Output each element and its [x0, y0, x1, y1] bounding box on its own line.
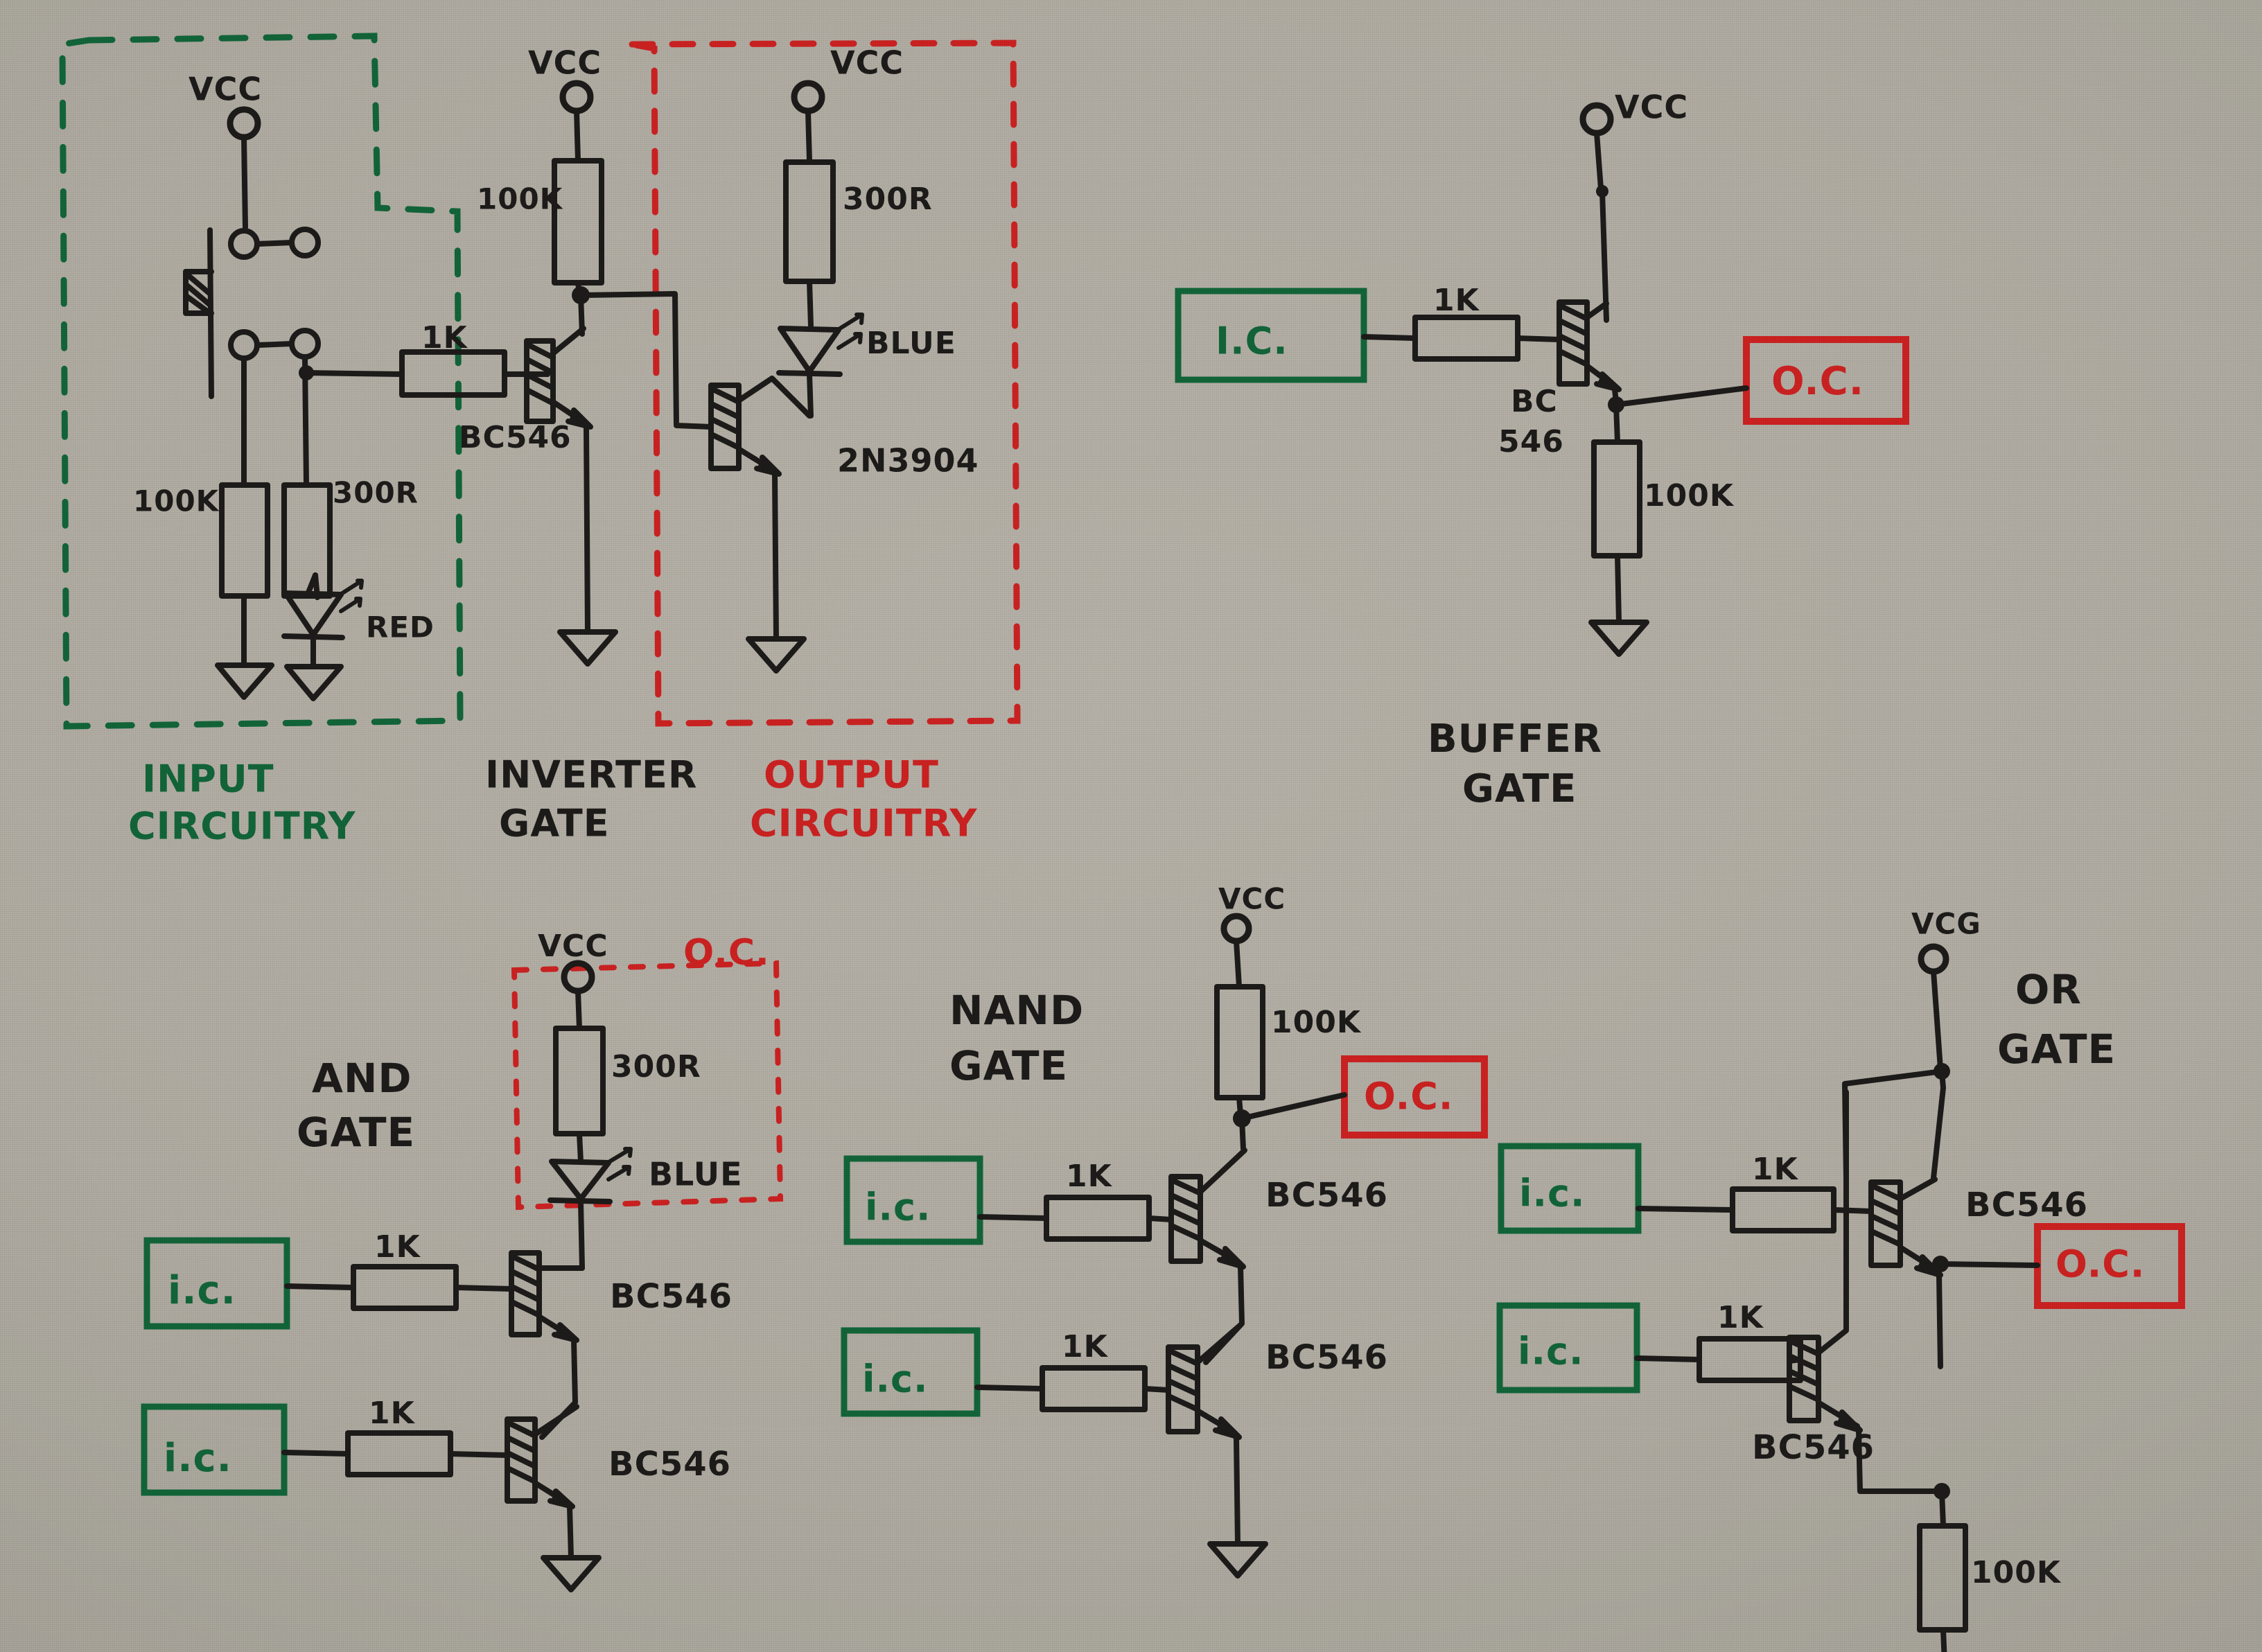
led-label-blue-and: BLUE	[649, 1156, 743, 1193]
vcc-label-output: VCC	[830, 44, 904, 82]
section-label-and-gate-line1: AND	[312, 1055, 412, 1102]
led-blue-symbol	[778, 326, 841, 374]
section-label-output-circuitry-line1: OUTPUT	[764, 753, 939, 797]
led-label-blue: BLUE	[866, 326, 956, 361]
section-label-buffer-gate-line2: GATE	[1462, 766, 1577, 811]
oc-block-label-nand: O.C.	[1364, 1075, 1453, 1118]
resistor-label-input-100k: 100K	[133, 484, 220, 518]
oc-block-buffer	[1743, 336, 1909, 425]
ic-block-label-buffer: I.C.	[1216, 319, 1288, 363]
transistor-buffer-base-bar	[1557, 299, 1590, 387]
resistor-label-and-300r: 300R	[611, 1049, 701, 1084]
transistor-and-base-bar-2	[505, 1416, 538, 1504]
transistor-label-nand-1: BC546	[1265, 1176, 1388, 1215]
resistor-label-buffer-100k: 100K	[1644, 478, 1735, 513]
transistor-label-buffer-line2: 546	[1498, 424, 1564, 459]
section-label-input-circuitry-line2: CIRCUITRY	[128, 805, 356, 848]
ic-block-label-or-2: i.c.	[1518, 1330, 1584, 1373]
transistor-label-or-2: BC546	[1752, 1428, 1875, 1467]
transistor-and-base-bar-1	[509, 1250, 542, 1337]
section-label-inverter-gate-line2: GATE	[499, 802, 610, 845]
section-label-buffer-gate-line1: BUFFER	[1428, 717, 1602, 762]
vcc-label-or: VCG	[1911, 907, 1981, 941]
resistor-label-buffer-1k: 1K	[1433, 283, 1480, 318]
resistor-label-nand-100k: 100K	[1271, 1005, 1362, 1040]
resistor-label-input-300r: 300R	[333, 476, 419, 510]
ic-block-label-nand-2: i.c.	[862, 1357, 929, 1401]
resistor-label-input-1k: 1K	[421, 320, 468, 355]
vcc-label-inverter: VCC	[528, 44, 602, 82]
resistor-label-or-1k-1: 1K	[1752, 1152, 1799, 1187]
resistor-label-nand-1k-1: 1K	[1066, 1159, 1113, 1194]
and-gate-oc-dotted-box	[511, 960, 784, 1211]
ic-block-nand-1	[843, 1155, 983, 1245]
transistor-label-and-2: BC546	[608, 1445, 731, 1484]
resistor-label-and-1k-1: 1K	[374, 1229, 421, 1265]
vcc-label-nand: VCC	[1218, 882, 1286, 916]
ic-block-label-and-1: i.c.	[168, 1268, 236, 1313]
section-label-nand-gate-line2: GATE	[949, 1042, 1068, 1089]
transistor-label-inverter: BC546	[459, 420, 572, 455]
ic-block-label-or-1: i.c.	[1519, 1172, 1586, 1215]
oc-block-label-or: O.C.	[2055, 1242, 2145, 1286]
vcc-label-input: VCC	[188, 71, 262, 108]
vcc-label-and: VCC	[538, 929, 608, 964]
transistor-or-base-bar-1	[1868, 1179, 1903, 1268]
transistor-label-buffer-line1: BC	[1511, 384, 1558, 419]
transistor-label-or-1: BC546	[1965, 1186, 2088, 1224]
resistor-label-or-100k: 100K	[1971, 1555, 2062, 1590]
ic-block-label-nand-1: i.c.	[865, 1186, 931, 1229]
transistor-label-and-1: BC546	[610, 1277, 733, 1316]
section-label-output-circuitry-line2: CIRCUITRY	[750, 802, 977, 845]
led-red-symbol	[283, 590, 344, 638]
section-label-nand-gate-line1: NAND	[949, 987, 1084, 1034]
resistor-label-inverter-100k: 100K	[477, 182, 563, 216]
section-label-inverter-gate-line1: INVERTER	[485, 753, 697, 797]
resistor-label-and-1k-2: 1K	[369, 1396, 416, 1431]
section-label-and-gate-line2: GATE	[297, 1109, 415, 1156]
resistor-label-output-300r: 300R	[843, 182, 933, 217]
oc-block-label-buffer: O.C.	[1771, 359, 1864, 404]
transistor-output-base-bar	[708, 383, 742, 471]
led-blue-symbol-and	[549, 1159, 611, 1202]
transistor-label-nand-2: BC546	[1265, 1338, 1388, 1377]
ic-block-nand-2	[841, 1327, 981, 1417]
oc-tag-and: O.C.	[683, 932, 770, 974]
input-circuitry-dashed-box	[59, 33, 464, 730]
vcc-label-buffer: VCC	[1615, 89, 1688, 126]
section-label-or-gate-line1: OR	[2015, 966, 2082, 1013]
transistor-inverter-base-bar	[524, 338, 556, 424]
transistor-label-output: 2N3904	[837, 442, 979, 480]
output-circuitry-dashed-box	[631, 39, 1021, 727]
resistor-label-nand-1k-2: 1K	[1062, 1329, 1109, 1364]
ic-block-or-1	[1498, 1143, 1642, 1234]
resistor-label-or-1k-2: 1K	[1717, 1300, 1764, 1335]
ic-block-or-2	[1496, 1302, 1640, 1394]
section-label-or-gate-line2: GATE	[1997, 1026, 2116, 1073]
led-label-red: RED	[366, 610, 435, 644]
ic-block-label-and-2: i.c.	[164, 1436, 232, 1481]
section-label-input-circuitry-line1: INPUT	[142, 757, 274, 801]
